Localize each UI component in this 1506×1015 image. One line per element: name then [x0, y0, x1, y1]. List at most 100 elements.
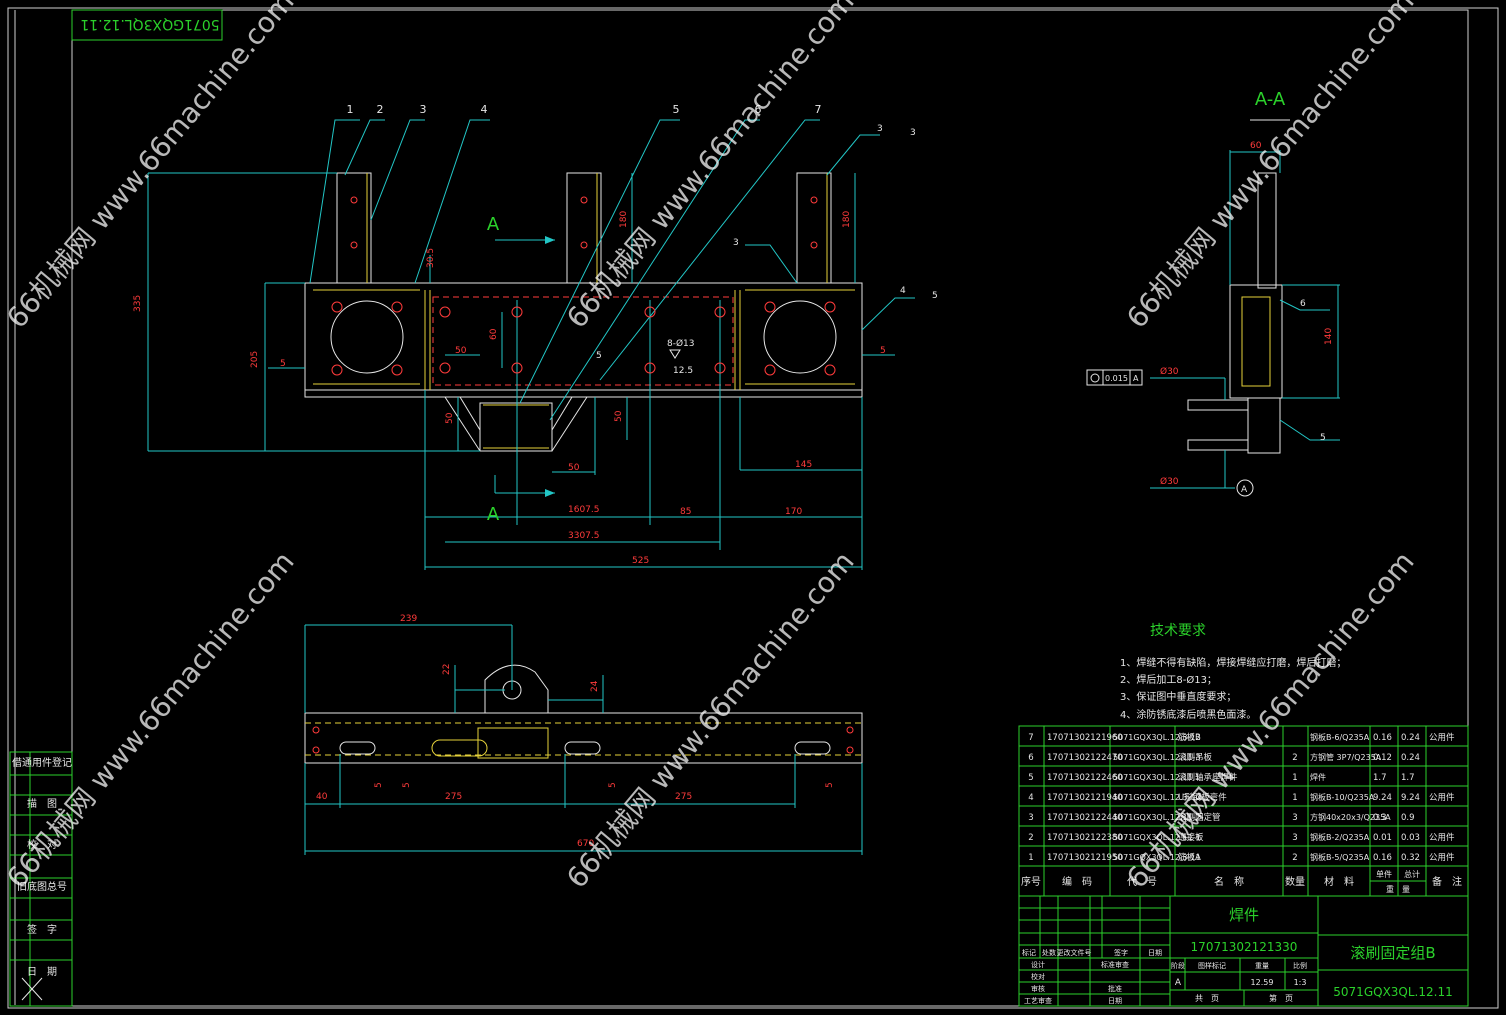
dim-60: 60 — [489, 328, 499, 340]
weld-symbol-4: 5 — [932, 291, 938, 301]
tb-count: 处数 — [1042, 948, 1056, 957]
bom-h-total: 总计 — [1404, 869, 1420, 879]
tb-weight: 12.59 — [1251, 978, 1274, 987]
title-block-labels: 焊件 17071302121330 滚刷固定组B 5071GQX3QL.12.1… — [1022, 906, 1453, 1005]
tb-scale-label: 比例 — [1293, 961, 1307, 970]
dim-5-left: 5 — [280, 359, 286, 369]
callout-4: 4 — [481, 103, 488, 116]
bom-cell-material: 钢板B-2/Q235A — [1310, 832, 1370, 842]
bom-cell-total: 0.32 — [1401, 853, 1420, 863]
drawing-code-text: 5071GQX3QL.12.11 — [80, 16, 219, 32]
bom-cell-unit: 0.12 — [1373, 753, 1392, 763]
bottom-view — [304, 624, 863, 855]
bot-dim-239: 239 — [400, 614, 417, 624]
side-label-4: 签 字 — [27, 923, 57, 936]
weld-symbol-2: 3 — [733, 238, 739, 248]
bom-cell-name: 筋板A — [1178, 852, 1201, 863]
bom-cell-drawing: 5071GQX3QL.12.3-12 — [1113, 733, 1201, 742]
weld-symbol-3: 4 — [900, 286, 906, 296]
bom-cell-drawing: 5071GQX3QL.12.11.1 — [1113, 773, 1200, 782]
sec-weld-5: 5 — [1320, 433, 1326, 443]
drawing-code-box: 5071GQX3QL.12.11 — [71, 9, 223, 41]
bot-dim-5-b: 5 — [402, 782, 412, 788]
title-block-grid — [1018, 895, 1469, 1007]
side-strip-labels: 借通用件登记 描 图 校 对 旧底图总号 签 字 日 期 — [12, 756, 72, 1001]
dim-5-right: 5 — [880, 346, 886, 356]
tb-stage-label: 图样标记 — [1198, 961, 1226, 970]
tb-title: 滚刷固定组B — [1350, 944, 1435, 962]
bom-cell-no: 3 — [1028, 813, 1033, 823]
tb-sign: 签字 — [1114, 948, 1128, 957]
tb-date: 日期 — [1148, 949, 1162, 957]
bom-cell-drawing: 5071GQX3QL.12.11-2 — [1113, 813, 1201, 822]
bom-cell-name: U形钢板弯件 — [1178, 792, 1227, 803]
tb-stage: A — [1175, 978, 1182, 988]
bom-cell-drawing: 5071GQX3QL.12.3-10 — [1113, 793, 1201, 802]
tb-std-review: 标准审查 — [1101, 960, 1129, 969]
dim-85: 85 — [680, 507, 691, 517]
tb-weight-label: 重量 — [1255, 962, 1269, 970]
dim-50-d: 50 — [568, 463, 580, 473]
tb-stage-hdr: 阶段 — [1171, 961, 1185, 970]
bot-dim-670: 670 — [577, 839, 594, 849]
datum-ref: A — [1133, 374, 1139, 383]
side-strip — [9, 751, 73, 1007]
tb-category: 焊件 — [1229, 906, 1259, 924]
tb-design: 设计 — [1031, 960, 1045, 969]
bom-cell-material: 方钢40x20x3/Q235A — [1310, 812, 1391, 822]
sec-dim-d30-a: Ø30 — [1160, 366, 1179, 377]
bom-cell-total: 0.03 — [1401, 833, 1420, 843]
bom-cell-code: 17071302122380 — [1047, 833, 1123, 843]
bom-h-material: 材 料 — [1324, 875, 1354, 888]
bom-cell-qty: 3 — [1292, 833, 1297, 843]
bom-cell-name: 连接板 — [1178, 832, 1204, 843]
bom-header: 序号 编 码 代 号 名 称 数量 材 料 单件 总计 重 量 备 注 — [1021, 869, 1462, 894]
section-label: A-A — [1255, 89, 1286, 110]
bom-cell-code: 17071302122440 — [1047, 813, 1123, 823]
tb-proofread: 校对 — [1031, 972, 1045, 981]
bottom-view-labels: 239 22 24 5 5 5 5 40 275 275 670 — [316, 614, 835, 849]
tb-code: 17071302121330 — [1191, 940, 1298, 954]
bom-h-weight: 重 量 — [1386, 884, 1410, 894]
bom-cell-name: 筋板B — [1178, 732, 1201, 743]
watermark-5: 66机械网 www.66machine.com — [560, 545, 861, 894]
callout-1: 1 — [347, 103, 354, 116]
dim-170: 170 — [785, 507, 802, 517]
bom-cell-unit: 0.01 — [1373, 833, 1392, 843]
weld-symbol-1: 3 — [910, 128, 916, 138]
callout-5: 5 — [673, 103, 680, 116]
bom-h-code: 编 码 — [1062, 875, 1092, 888]
callout-2: 2 — [377, 103, 384, 116]
sheet-border — [7, 7, 1499, 1009]
sec-dim-60: 60 — [1250, 141, 1262, 151]
callout-6: 6 — [755, 103, 762, 116]
bot-dim-40: 40 — [316, 792, 328, 802]
bom-cell-qty: 2 — [1292, 853, 1297, 863]
tech-req-item-2: 2、焊后加工8-Ø13； — [1120, 674, 1217, 686]
bom-cell-qty: 1 — [1292, 773, 1297, 783]
bom-cell-no: 6 — [1028, 753, 1033, 763]
bom-cell-no: 2 — [1028, 833, 1033, 843]
tb-change-doc: 更改文件号 — [1057, 948, 1092, 957]
bom-cell-unit: 0.3 — [1373, 813, 1387, 823]
side-label-1: 描 图 — [27, 797, 57, 810]
dim-30-5: 30.5 — [426, 248, 436, 268]
dim-205: 205 — [250, 351, 260, 368]
tb-date2: 日期 — [1108, 997, 1122, 1005]
bom-cell-drawing: 5071GQX3QL.12.3-11 — [1113, 853, 1201, 862]
dim-180-b: 180 — [842, 211, 852, 228]
dim-335: 335 — [133, 295, 143, 312]
bom-cell-no: 7 — [1028, 733, 1033, 743]
hole-note: 8-Ø13 — [667, 338, 695, 349]
bom-cell-material: 钢板B-10/Q235A — [1310, 792, 1375, 802]
bom-cell-material: 钢板B-6/Q235A — [1310, 732, 1370, 742]
tech-req-item-4: 4、涂防锈底漆后喷黑色面漆。 — [1120, 708, 1256, 721]
tb-sheet: 第 页 — [1269, 993, 1293, 1003]
bom-cell-material: 方钢管 3P7/Q235A — [1310, 752, 1382, 762]
bom-cell-drawing: 5071GQX3QL.12.11-3 — [1113, 753, 1201, 762]
watermark-3: 66机械网 www.66machine.com — [1120, 0, 1421, 334]
dim-180-a: 180 — [619, 211, 629, 228]
bom-cell-unit: 9.24 — [1373, 793, 1392, 803]
